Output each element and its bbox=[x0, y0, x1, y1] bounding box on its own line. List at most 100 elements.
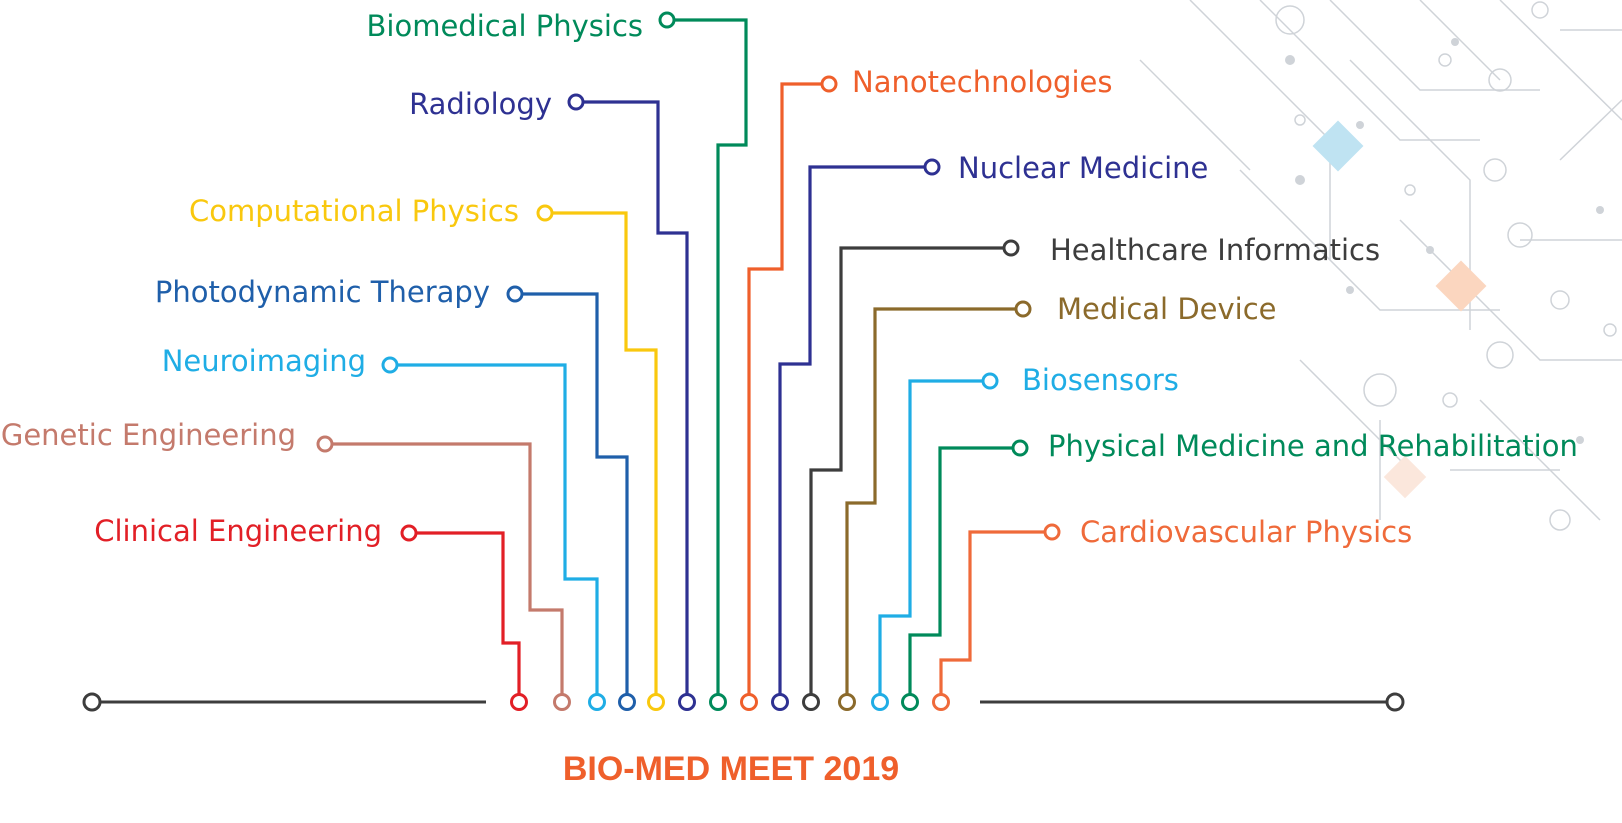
circuit-node bbox=[1404, 184, 1416, 196]
circuit-line bbox=[1299, 359, 1421, 481]
circuit-dot bbox=[1426, 246, 1434, 254]
circuit-node bbox=[1531, 1, 1549, 19]
event-title: BIO-MED MEET 2019 bbox=[562, 750, 900, 788]
circuit-line bbox=[1559, 99, 1622, 161]
axis-node-genetic-engineering bbox=[553, 693, 571, 711]
end-node-computational-physics bbox=[536, 204, 554, 222]
circuit-node bbox=[1603, 323, 1617, 337]
circuit-node bbox=[1438, 53, 1452, 67]
circuit-line bbox=[1399, 219, 1622, 361]
circuit-line bbox=[1139, 59, 1251, 171]
axis-node-computational-physics bbox=[647, 693, 665, 711]
end-node-physical-medicine bbox=[1011, 439, 1029, 457]
topic-label-genetic-engineering: Genetic Engineering bbox=[1, 418, 296, 452]
end-node-photodynamic-therapy bbox=[506, 285, 524, 303]
circuit-background-pattern bbox=[1139, 0, 1622, 531]
axis-node-cardiovascular-physics bbox=[932, 693, 950, 711]
circuit-node bbox=[1507, 222, 1533, 248]
axis-node-biosensors bbox=[871, 693, 889, 711]
topic-branches: Clinical Engineering Genetic Engineering N… bbox=[1, 9, 1578, 711]
branch-line-nanotechnologies bbox=[747, 82, 829, 702]
end-node-healthcare-informatics bbox=[1002, 239, 1020, 257]
circuit-dot bbox=[1356, 121, 1364, 129]
end-node-biosensors bbox=[981, 372, 999, 390]
topic-label-nuclear-medicine: Nuclear Medicine bbox=[958, 151, 1208, 185]
branch-line-cardiovascular-physics bbox=[939, 530, 1052, 702]
branch-medical-device: Medical Device bbox=[838, 292, 1277, 711]
circuit-node bbox=[1442, 392, 1458, 408]
branch-clinical-engineering: Clinical Engineering bbox=[94, 514, 528, 711]
axis-node-healthcare-informatics bbox=[802, 693, 820, 711]
circuit-line bbox=[1259, 0, 1480, 141]
circuit-dot bbox=[1576, 436, 1584, 444]
topic-label-clinical-engineering: Clinical Engineering bbox=[94, 514, 382, 548]
branch-line-nuclear-medicine bbox=[778, 165, 932, 702]
circuit-line bbox=[1329, 0, 1540, 91]
topic-label-neuroimaging: Neuroimaging bbox=[162, 344, 366, 378]
branch-genetic-engineering: Genetic Engineering bbox=[1, 418, 571, 711]
circuit-line bbox=[1479, 399, 1601, 521]
axis-node-nuclear-medicine bbox=[771, 693, 789, 711]
axis-node-medical-device bbox=[838, 693, 856, 711]
branch-line-clinical-engineering bbox=[409, 531, 521, 702]
circuit-node bbox=[1275, 5, 1305, 35]
topic-label-medical-device: Medical Device bbox=[1057, 292, 1277, 326]
branch-neuroimaging: Neuroimaging bbox=[162, 344, 606, 711]
topic-label-radiology: Radiology bbox=[409, 87, 552, 121]
topic-label-cardiovascular-physics: Cardiovascular Physics bbox=[1080, 515, 1412, 549]
branch-photodynamic-therapy: Photodynamic Therapy bbox=[155, 275, 636, 711]
end-node-radiology bbox=[567, 93, 585, 111]
branch-line-computational-physics bbox=[545, 211, 658, 702]
circuit-line bbox=[1419, 0, 1501, 81]
circuit-dot bbox=[1596, 206, 1604, 214]
branch-line-neuroimaging bbox=[390, 363, 599, 702]
topic-label-biomedical-physics: Biomedical Physics bbox=[367, 9, 644, 43]
axis-node-clinical-engineering bbox=[510, 693, 528, 711]
topic-label-healthcare-informatics: Healthcare Informatics bbox=[1050, 233, 1380, 267]
end-node-clinical-engineering bbox=[400, 524, 418, 542]
accent-diamond-faint bbox=[1383, 455, 1427, 499]
circuit-line bbox=[1499, 0, 1622, 121]
accent-diamond-orange bbox=[1435, 260, 1487, 312]
end-node-cardiovascular-physics bbox=[1043, 523, 1061, 541]
branch-radiology: Radiology bbox=[409, 87, 696, 711]
branch-line-medical-device bbox=[845, 307, 1023, 702]
circuit-node bbox=[1363, 373, 1397, 407]
branch-line-healthcare-informatics bbox=[809, 246, 1011, 702]
end-node-medical-device bbox=[1014, 300, 1032, 318]
branch-line-photodynamic-therapy bbox=[515, 292, 629, 702]
branch-line-biosensors bbox=[878, 379, 990, 702]
circuit-node bbox=[1488, 68, 1512, 92]
circuit-node bbox=[1549, 509, 1571, 531]
axis-node-radiology bbox=[678, 693, 696, 711]
topic-label-computational-physics: Computational Physics bbox=[189, 194, 519, 228]
topic-label-physical-medicine: Physical Medicine and Rehabilitation bbox=[1048, 429, 1578, 463]
circuit-node bbox=[1294, 114, 1306, 126]
end-node-nuclear-medicine bbox=[923, 158, 941, 176]
branch-nuclear-medicine: Nuclear Medicine bbox=[771, 151, 1208, 711]
branch-cardiovascular-physics: Cardiovascular Physics bbox=[932, 515, 1412, 711]
circuit-dot bbox=[1295, 175, 1305, 185]
axis-end-node-left bbox=[82, 692, 102, 712]
end-node-biomedical-physics bbox=[658, 11, 676, 29]
circuit-node bbox=[1550, 290, 1570, 310]
end-node-nanotechnologies bbox=[820, 75, 838, 93]
circuit-dot bbox=[1285, 55, 1295, 65]
axis-node-biomedical-physics bbox=[709, 693, 727, 711]
branch-line-radiology bbox=[576, 100, 689, 702]
axis-node-physical-medicine bbox=[901, 693, 919, 711]
axis-node-nanotechnologies bbox=[740, 693, 758, 711]
branch-healthcare-informatics: Healthcare Informatics bbox=[802, 233, 1380, 711]
branch-nanotechnologies: Nanotechnologies bbox=[740, 65, 1112, 711]
branch-physical-medicine: Physical Medicine and Rehabilitation bbox=[901, 429, 1578, 711]
branch-line-genetic-engineering bbox=[325, 442, 564, 702]
circuit-node bbox=[1483, 158, 1507, 182]
branch-line-biomedical-physics bbox=[667, 18, 748, 702]
accent-diamond-blue bbox=[1312, 120, 1364, 172]
branch-computational-physics: Computational Physics bbox=[189, 194, 665, 711]
branch-biomedical-physics: Biomedical Physics bbox=[367, 9, 748, 711]
timeline-axis bbox=[82, 692, 1405, 712]
topic-label-nanotechnologies: Nanotechnologies bbox=[852, 65, 1112, 99]
